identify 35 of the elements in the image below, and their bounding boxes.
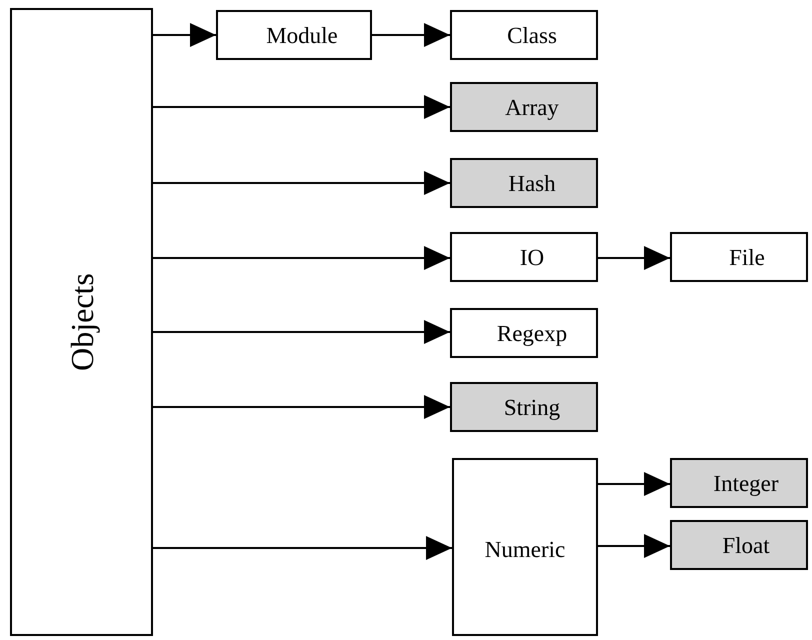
class-name: Objects (66, 273, 98, 371)
class-name: Regexp (496, 322, 568, 344)
class-box (450, 308, 598, 358)
arrow (153, 171, 450, 195)
arrow (153, 95, 450, 119)
arrow (598, 246, 670, 270)
class-name: Integer (713, 472, 779, 494)
class-name: IO (520, 246, 544, 268)
class-box (670, 458, 808, 508)
arrow (153, 23, 216, 47)
arrow (153, 246, 450, 270)
class-name: File (729, 246, 765, 268)
class-name: Module (266, 24, 338, 46)
class-name: Float (722, 534, 770, 556)
class-box (452, 458, 598, 636)
arrow (598, 534, 670, 558)
class-box (216, 10, 372, 60)
arrow (153, 536, 452, 560)
class-box (450, 82, 598, 132)
arrow (372, 23, 450, 47)
class-box (450, 10, 598, 60)
arrow (153, 320, 450, 344)
class-name: Array (505, 96, 559, 118)
class-box (670, 232, 808, 282)
class-box (450, 382, 598, 432)
class-box (450, 158, 598, 208)
class-box (670, 520, 808, 570)
class-name: Class (507, 24, 557, 46)
class-name: Hash (508, 172, 556, 194)
class-name: String (504, 396, 560, 418)
arrow (598, 472, 670, 496)
class-name: Numeric (484, 538, 566, 561)
root-class-box (10, 8, 153, 636)
arrow (153, 395, 450, 419)
class-box (450, 232, 598, 282)
